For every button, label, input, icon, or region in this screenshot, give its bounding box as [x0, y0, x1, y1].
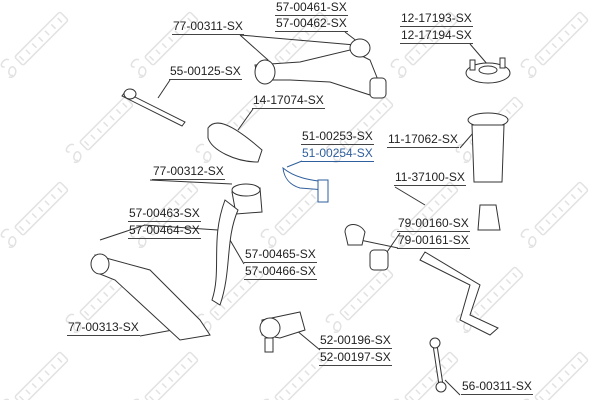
part-label-51-00253[interactable]: 51-00253-SX	[301, 129, 374, 145]
stellox-watermark-logo	[520, 351, 589, 400]
part-label-57-00462[interactable]: 57-00462-SX	[275, 16, 348, 32]
part-label-11-37100[interactable]: 11-37100-SX	[394, 170, 466, 186]
part-label-52-00197[interactable]: 52-00197-SX	[319, 350, 392, 366]
stabilizer-bushing	[344, 224, 366, 246]
stellox-watermark-logo	[520, 181, 589, 249]
part-label-77-00311[interactable]: 77-00311-SX	[172, 19, 244, 35]
part-label-55-00125[interactable]: 55-00125-SX	[169, 64, 242, 80]
stellox-watermark-logo	[325, 266, 394, 334]
part-label-57-00465[interactable]: 57-00465-SX	[244, 247, 317, 263]
stellox-watermark-logo	[390, 11, 459, 79]
part-label-79-00161[interactable]: 79-00161-SX	[397, 233, 470, 249]
part-label-77-00313[interactable]: 77-00313-SX	[67, 320, 140, 336]
tie-rod	[121, 91, 186, 127]
part-label-57-00463[interactable]: 57-00463-SX	[128, 206, 201, 222]
part-label-56-00311[interactable]: 56-00311-SX	[461, 379, 533, 395]
stellox-watermark-logo	[130, 11, 199, 79]
part-label-52-00196[interactable]: 52-00196-SX	[319, 333, 392, 349]
leader-line-blue	[286, 160, 303, 168]
stellox-watermark-logo	[0, 351, 69, 400]
knuckle-arm	[211, 199, 239, 306]
part-label-79-00160[interactable]: 79-00160-SX	[397, 216, 470, 232]
stellox-watermark-logo	[130, 351, 199, 400]
stellox-watermark-logo	[520, 11, 589, 79]
stellox-watermark-logo	[195, 266, 264, 334]
part-label-57-00464[interactable]: 57-00464-SX	[128, 223, 201, 239]
part-label-11-17062[interactable]: 11-17062-SX	[387, 132, 459, 148]
steering-boot	[207, 122, 263, 163]
part-label-57-00466[interactable]: 57-00466-SX	[244, 264, 317, 280]
stellox-watermark-logo	[0, 11, 69, 79]
stellox-watermark-logo	[0, 181, 69, 249]
part-label-12-17194[interactable]: 12-17194-SX	[400, 28, 473, 44]
part-label-12-17193[interactable]: 12-17193-SX	[400, 11, 473, 27]
part-label-77-00312[interactable]: 77-00312-SX	[152, 164, 225, 180]
strut-boot	[471, 124, 505, 183]
parts	[90, 38, 511, 393]
bump-stop	[477, 204, 501, 231]
stellox-watermark-logo	[390, 351, 459, 400]
part-label-57-00461[interactable]: 57-00461-SX	[275, 0, 348, 16]
stabilizer-bar	[419, 251, 499, 336]
part-label-14-17074[interactable]: 14-17074-SX	[252, 93, 325, 109]
stellox-watermark-logo	[65, 96, 134, 164]
part-label-51-00254[interactable]: 51-00254-SX	[301, 146, 374, 162]
stellox-watermark-logo	[130, 181, 199, 249]
